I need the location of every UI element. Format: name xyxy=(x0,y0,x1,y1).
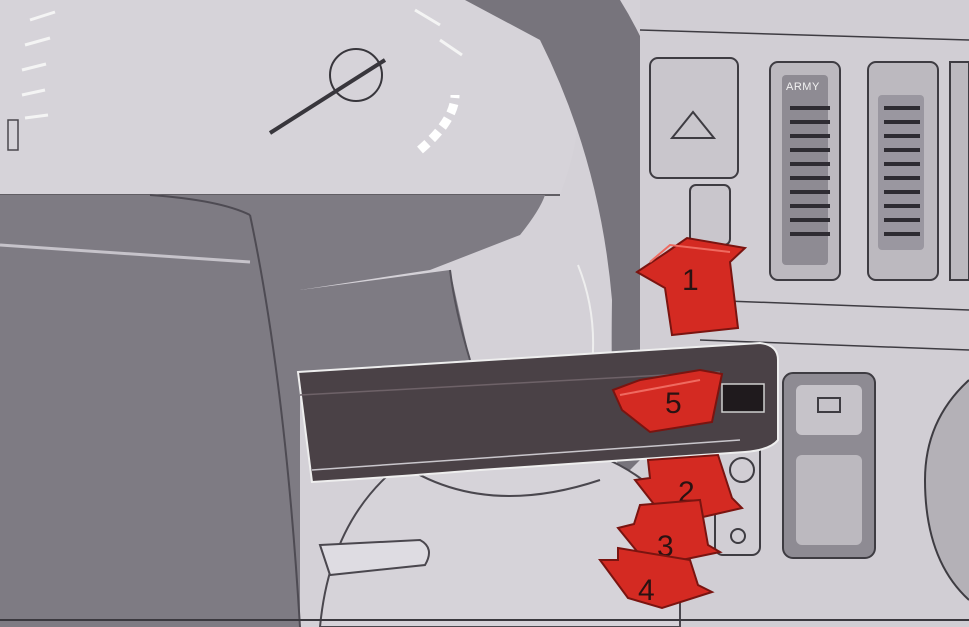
arrow-1-label: 1 xyxy=(682,264,699,297)
stalk-tip-button xyxy=(722,384,764,412)
hazard-switch xyxy=(650,58,738,178)
switch-label: ARMY xyxy=(786,81,820,93)
instrument-cluster xyxy=(0,0,580,195)
arrow-4-label: 4 xyxy=(638,574,655,607)
arrow-5-label: 5 xyxy=(665,387,682,420)
